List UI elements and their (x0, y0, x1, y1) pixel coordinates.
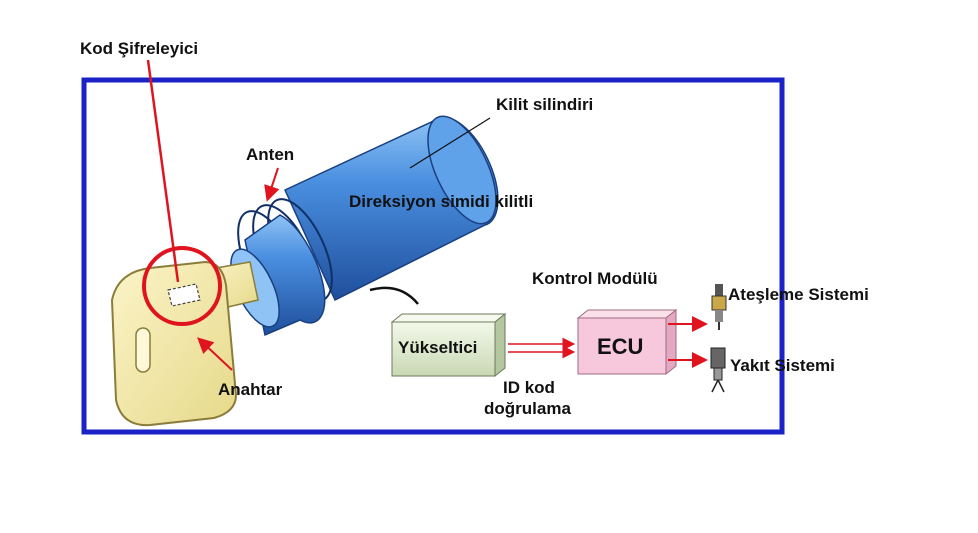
yukseltici-label: Yükseltici (398, 338, 478, 357)
atesleme-label: Ateşleme Sistemi (728, 285, 869, 304)
ecu-box (576, 308, 678, 376)
anahtar-label: Anahtar (218, 380, 283, 399)
transponder-chip (167, 283, 201, 307)
kod-sifreleyici-label: Kod Şifreleyici (80, 39, 199, 58)
kod-sifreleyici-pointer (146, 59, 180, 283)
anten-pointer (264, 167, 280, 202)
lock-cylinder (230, 115, 499, 337)
direksiyon-label: Direksiyon simidi kilitli (349, 192, 534, 211)
diagram-frame (81, 77, 785, 435)
kontrol-modulu-label: Kontrol Modülü (532, 269, 658, 288)
fuel-injector-icon (710, 347, 726, 393)
spark-plug-icon (711, 284, 727, 330)
amplifier-box (390, 312, 507, 378)
id-kod-label: ID kod (503, 378, 555, 397)
yakit-label: Yakıt Sistemi (730, 356, 835, 375)
kilit-silindiri-label: Kilit silindiri (496, 95, 594, 114)
key-illustration (110, 260, 259, 427)
ecu-label: ECU (597, 334, 644, 359)
kilit-silindiri-pointer (409, 117, 491, 169)
anahtar-pointer (197, 337, 233, 371)
dogrulama-label: doğrulama (484, 399, 571, 418)
anten-label: Anten (246, 145, 295, 164)
transponder-highlight-circle (142, 246, 222, 326)
antenna-cable (369, 286, 419, 305)
